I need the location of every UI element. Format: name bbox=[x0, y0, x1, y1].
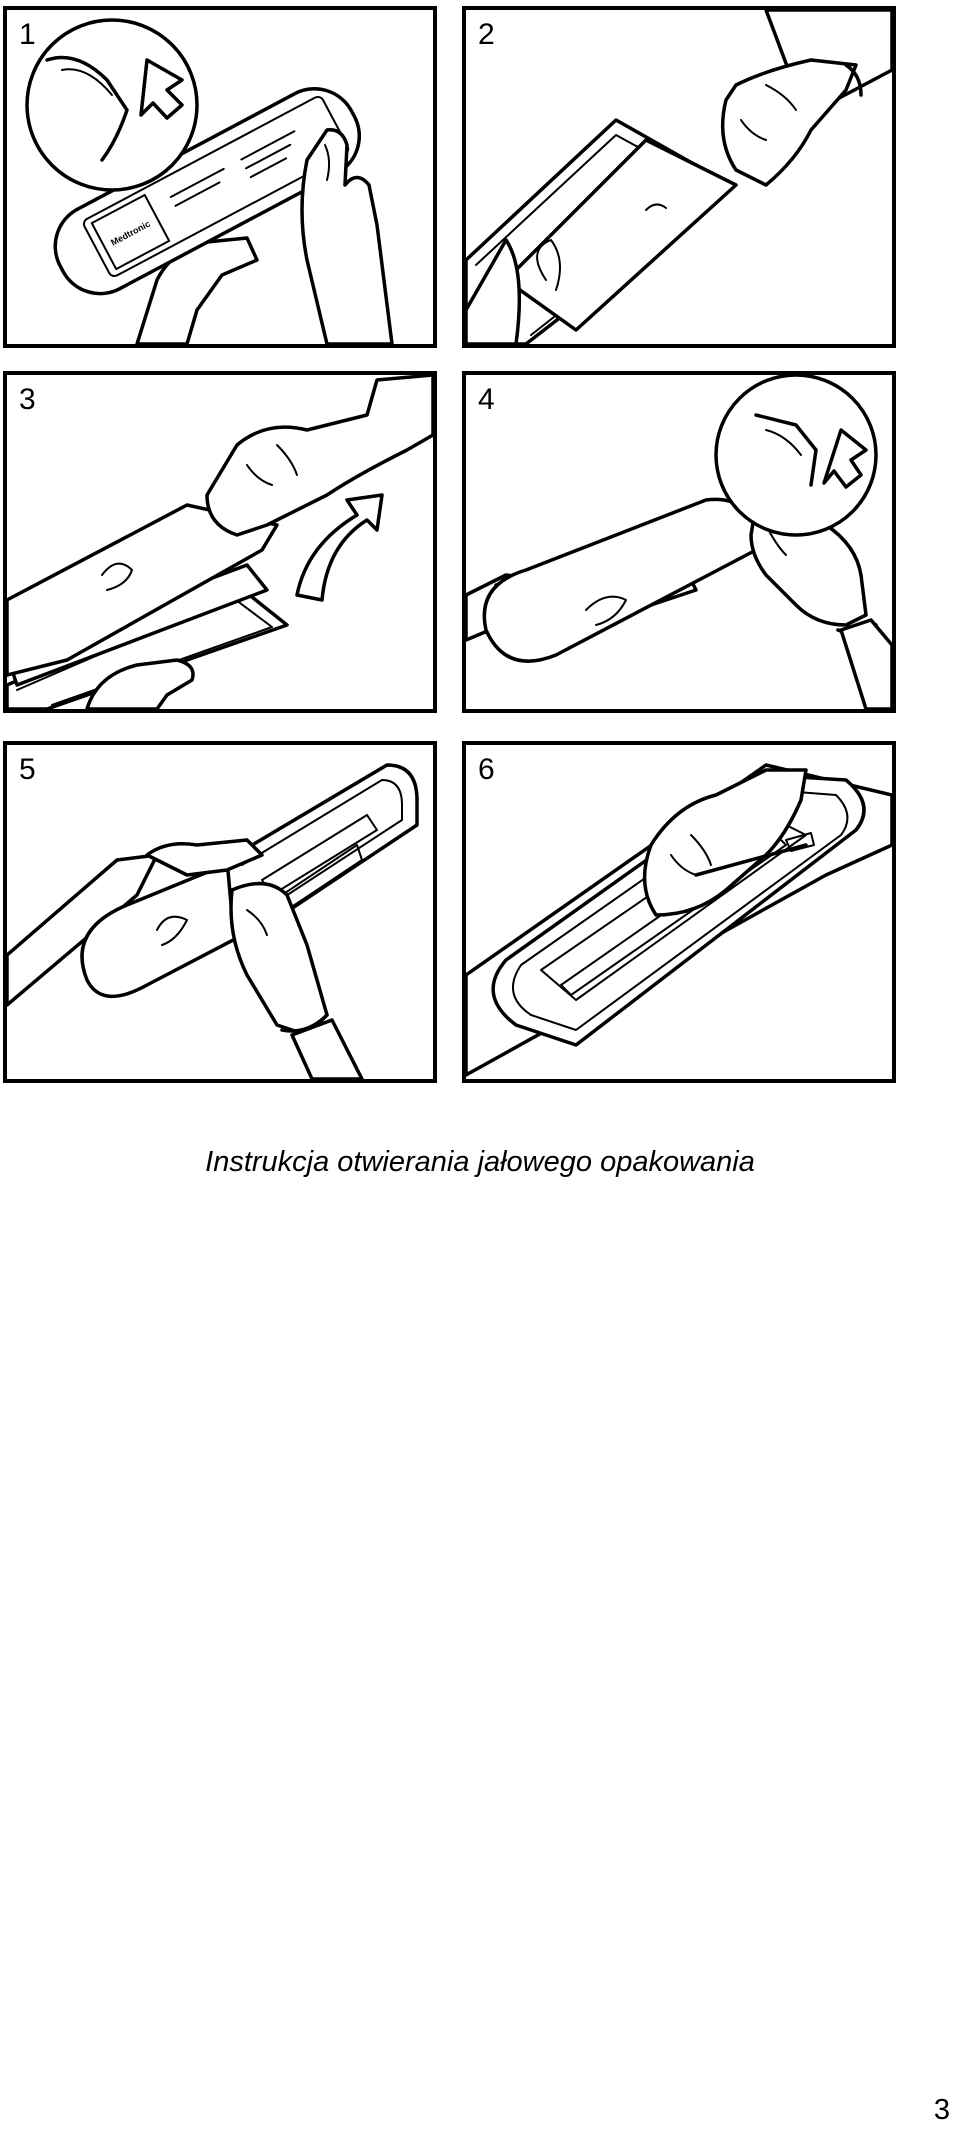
step-6-number: 6 bbox=[478, 753, 495, 786]
step-3-number: 3 bbox=[19, 383, 36, 416]
step-6-illustration bbox=[466, 763, 892, 1077]
page-number: 3 bbox=[933, 2094, 950, 2126]
step-6-panel: 6 bbox=[462, 741, 896, 1083]
step-3-illustration bbox=[7, 375, 433, 709]
step-5-number: 5 bbox=[19, 753, 36, 786]
step-2-panel: 2 bbox=[462, 6, 896, 348]
step-3-panel: 3 bbox=[3, 371, 437, 713]
step-5-illustration bbox=[7, 763, 419, 1079]
step-4-panel: 4 bbox=[462, 371, 896, 713]
step-4-illustration bbox=[466, 375, 892, 709]
step-1-illustration: Medtronic bbox=[25, 18, 394, 344]
step-2-number: 2 bbox=[478, 18, 495, 51]
step-4-number: 4 bbox=[478, 383, 495, 416]
step-5-panel: 5 bbox=[3, 741, 437, 1083]
step-1-panel: 1 Medtronic bbox=[3, 6, 437, 348]
figure-caption: Instrukcja otwierania jałowego opakowani… bbox=[205, 1146, 755, 1178]
step-2-illustration bbox=[466, 10, 892, 344]
step-1-number: 1 bbox=[19, 18, 36, 51]
